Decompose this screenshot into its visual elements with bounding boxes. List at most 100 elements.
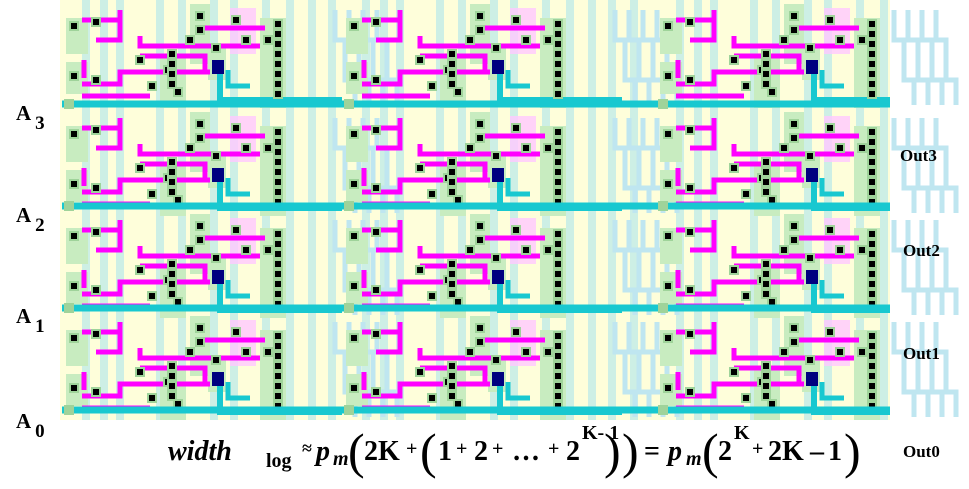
metal1-wire: [734, 53, 802, 70]
contact: [275, 51, 281, 57]
metal2-wire: [819, 70, 844, 89]
contact: [477, 237, 483, 243]
output-label-out1: Out1: [903, 344, 940, 363]
metal2-wire: [819, 382, 844, 401]
contact: [555, 363, 561, 369]
contact: [781, 349, 787, 355]
poly-stripe: [804, 0, 812, 420]
contact: [743, 395, 749, 401]
contact: [93, 287, 99, 293]
contact: [71, 73, 77, 79]
formula-one-2: 1: [828, 436, 842, 467]
contact: [71, 131, 77, 137]
contact: [791, 27, 797, 33]
contact: [373, 19, 379, 25]
contact: [545, 145, 551, 151]
contact: [449, 383, 455, 389]
contact: [93, 19, 99, 25]
contact: [169, 383, 175, 389]
contact: [555, 21, 561, 27]
poly-stripe: [100, 0, 108, 420]
contact: [275, 31, 281, 37]
rail-contact: [344, 405, 354, 415]
contact: [243, 247, 249, 253]
contact: [351, 283, 357, 289]
contact: [869, 31, 875, 37]
contact: [213, 153, 219, 159]
contact: [449, 169, 455, 175]
contact: [275, 403, 281, 409]
poly-staircase: [891, 220, 917, 315]
contact: [687, 19, 693, 25]
via: [492, 372, 504, 386]
formula-2k: 2K: [364, 436, 400, 467]
contact: [477, 13, 483, 19]
contact: [455, 401, 461, 407]
contact: [243, 349, 249, 355]
contact: [837, 247, 843, 253]
contact: [275, 261, 281, 267]
metal1-wire: [140, 365, 208, 382]
contact: [93, 127, 99, 133]
contact: [275, 301, 281, 307]
contact: [169, 291, 175, 297]
contact: [351, 131, 357, 137]
contact: [169, 169, 175, 175]
contact: [523, 349, 529, 355]
contact: [555, 71, 561, 77]
via: [212, 168, 224, 182]
poly-staircase: [612, 322, 638, 417]
rail-contact: [344, 201, 354, 211]
poly-staircase: [905, 118, 931, 213]
contact: [555, 403, 561, 409]
poly-stripe: [210, 0, 218, 420]
via: [492, 60, 504, 74]
contact: [275, 383, 281, 389]
poly-staircase: [891, 322, 917, 417]
contact: [429, 293, 435, 299]
formula-pow-base-1: 2: [566, 436, 580, 467]
contact: [827, 329, 833, 335]
contact: [449, 61, 455, 67]
poly-staircase: [905, 220, 931, 315]
contact: [275, 199, 281, 205]
contact: [275, 41, 281, 47]
contact: [869, 91, 875, 97]
contact: [233, 329, 239, 335]
contact: [763, 169, 769, 175]
formula-equals: =: [644, 436, 660, 467]
contact: [869, 383, 875, 389]
contact: [169, 393, 175, 399]
contact: [417, 165, 423, 171]
contact: [763, 363, 769, 369]
contact: [71, 385, 77, 391]
metal1-wire: [140, 53, 208, 70]
contact: [493, 45, 499, 51]
contact: [275, 189, 281, 195]
formula-paren-open: (: [348, 423, 365, 479]
poly-staircase: [626, 118, 652, 213]
contact: [477, 325, 483, 331]
contact: [351, 73, 357, 79]
contact: [275, 393, 281, 399]
contact: [449, 281, 455, 287]
formula-p: p: [316, 436, 330, 467]
metal2-wire: [505, 70, 530, 89]
contact: [869, 343, 875, 349]
contact: [869, 21, 875, 27]
contact: [555, 251, 561, 257]
contact: [869, 81, 875, 87]
contact: [869, 241, 875, 247]
contact: [275, 71, 281, 77]
formula-2k-2: 2K: [768, 436, 804, 467]
contact: [351, 335, 357, 341]
contact: [869, 199, 875, 205]
contact: [731, 267, 737, 273]
contact: [791, 237, 797, 243]
contact: [213, 45, 219, 51]
poly-staircase: [933, 10, 959, 105]
contact: [869, 71, 875, 77]
contact: [275, 149, 281, 155]
contact: [275, 271, 281, 277]
